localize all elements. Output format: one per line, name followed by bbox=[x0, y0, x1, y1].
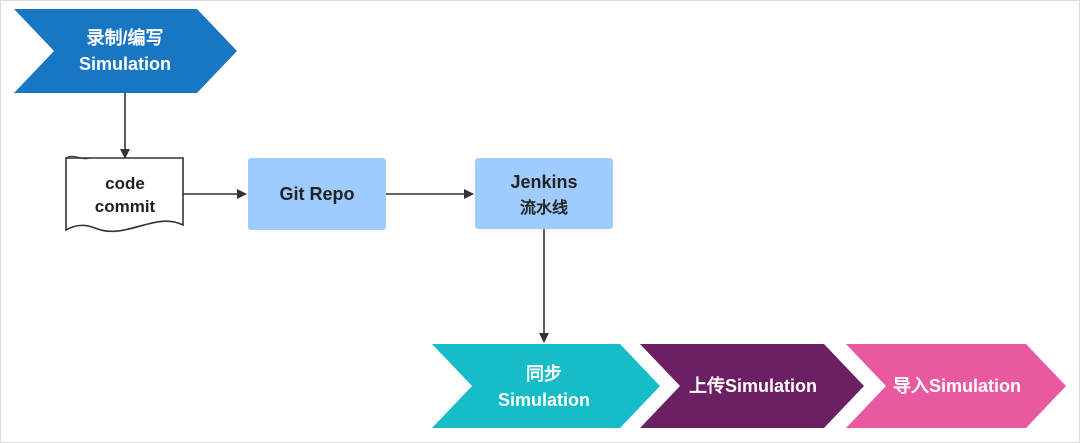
jenkins-label-line1: Jenkins bbox=[510, 172, 577, 192]
record-simulation-node: 录制/编写 Simulation bbox=[14, 9, 237, 93]
code-commit-node: code commit bbox=[65, 155, 184, 233]
record-label-line1: 录制/编写 bbox=[86, 27, 163, 48]
sync-label-line2: Simulation bbox=[498, 390, 590, 410]
sync-label-line1: 同步 bbox=[526, 363, 562, 384]
record-label-line2: Simulation bbox=[79, 54, 171, 74]
commit-label-line1: code bbox=[105, 174, 145, 193]
commit-label-line2: commit bbox=[95, 197, 156, 216]
sync-simulation-node: 同步 Simulation bbox=[432, 344, 660, 428]
import-simulation-node: 导入Simulation bbox=[846, 344, 1066, 428]
upload-simulation-node: 上传Simulation bbox=[640, 344, 864, 428]
jenkins-label-line2: 流水线 bbox=[520, 198, 568, 217]
git-repo-label: Git Repo bbox=[280, 184, 355, 204]
upload-label: 上传Simulation bbox=[689, 375, 817, 396]
jenkins-pipeline-node: Jenkins 流水线 bbox=[475, 158, 613, 229]
import-label: 导入Simulation bbox=[893, 376, 1021, 396]
git-repo-node: Git Repo bbox=[248, 158, 386, 230]
